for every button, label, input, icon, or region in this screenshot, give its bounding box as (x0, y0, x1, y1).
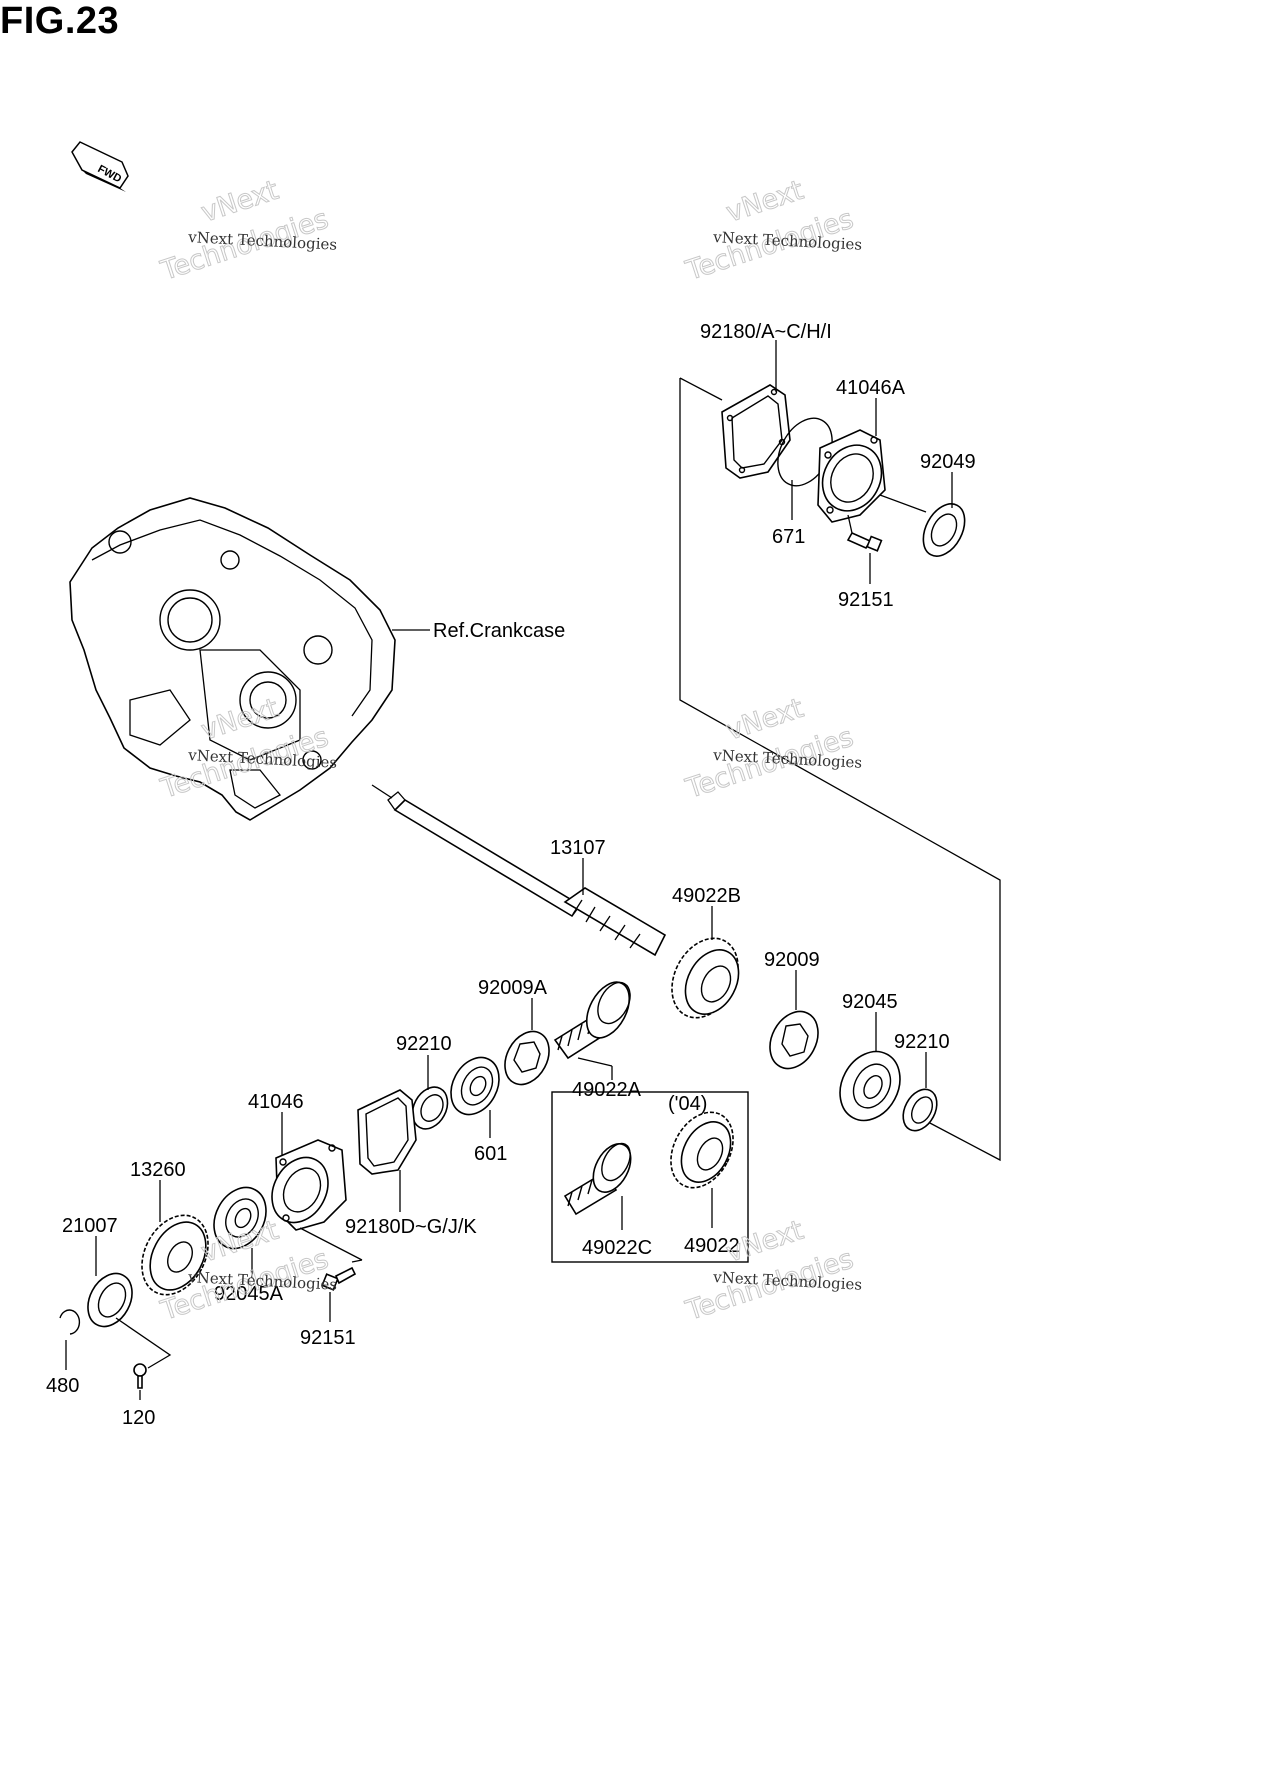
bearing-601 (450, 1056, 500, 1116)
label-41046a: 41046A (836, 377, 906, 399)
label-120: 120 (122, 1407, 155, 1429)
watermark-6: vNext Technologies vNext Technologies (681, 1214, 862, 1327)
gear-49022a (553, 981, 631, 1060)
bolt-92151-top (846, 531, 883, 552)
shaft-13107 (387, 791, 667, 957)
seal-92009 (769, 1010, 819, 1070)
label-92009a: 92009A (478, 977, 548, 999)
label-49022a: 49022A (572, 1079, 642, 1101)
label-92180d: 92180D~G/J/K (345, 1216, 477, 1238)
seal-92210-right (902, 1088, 938, 1132)
label-92151-top: 92151 (838, 589, 894, 611)
bolt-92151-bottom (321, 1266, 357, 1291)
circlip-480 (59, 1309, 81, 1335)
screw-120 (133, 1363, 147, 1389)
label-92045a: 92045A (214, 1283, 284, 1305)
gear-13260 (141, 1214, 209, 1296)
housing-41046 (271, 1139, 347, 1231)
label-92045: 92045 (842, 991, 898, 1013)
gasket-92180a (721, 384, 791, 479)
gear-49022b (671, 937, 740, 1019)
figure-title: FIG.23 (0, 0, 120, 42)
crankcase-label: Ref.Crankcase (433, 620, 565, 642)
bearing-92045 (839, 1050, 901, 1122)
label-92210-right: 92210 (894, 1031, 950, 1053)
label-21007: 21007 (62, 1215, 118, 1237)
label-49022: 49022 (684, 1235, 740, 1257)
watermark-2: vNext Technologies vNext Technologies (681, 174, 862, 287)
label-13260: 13260 (130, 1159, 186, 1181)
gasket-92180d (357, 1089, 417, 1175)
label-92151-bottom: 92151 (300, 1327, 356, 1349)
fwd-arrow-icon: FWD (71, 141, 129, 192)
seal-92049 (922, 503, 966, 557)
label-601: 601 (474, 1143, 507, 1165)
label-671: 671 (772, 526, 805, 548)
watermark-1: vNext Technologies vNext Technologies (156, 174, 337, 287)
label-92009: 92009 (764, 949, 820, 971)
gear-49022 (670, 1111, 734, 1189)
label-13107: 13107 (550, 837, 606, 859)
seal-92210-left (411, 1086, 449, 1130)
assembly-bracket (679, 378, 1001, 1162)
label-92180a: 92180/A~C/H/I (700, 321, 832, 343)
gear-49022c (563, 1142, 632, 1216)
variant-year-label: ('04) (668, 1093, 707, 1115)
label-41046: 41046 (248, 1091, 304, 1113)
seal-92009a (504, 1030, 550, 1086)
label-92049: 92049 (920, 451, 976, 473)
housing-41046a (817, 429, 886, 523)
plate-21007 (87, 1272, 133, 1328)
bearing-92045a (213, 1186, 267, 1250)
label-49022c: 49022C (582, 1237, 652, 1259)
variant-box (551, 1091, 749, 1263)
label-480: 480 (46, 1375, 79, 1397)
label-92210-left: 92210 (396, 1033, 452, 1055)
label-49022b: 49022B (672, 885, 741, 907)
crankcase (69, 497, 396, 821)
